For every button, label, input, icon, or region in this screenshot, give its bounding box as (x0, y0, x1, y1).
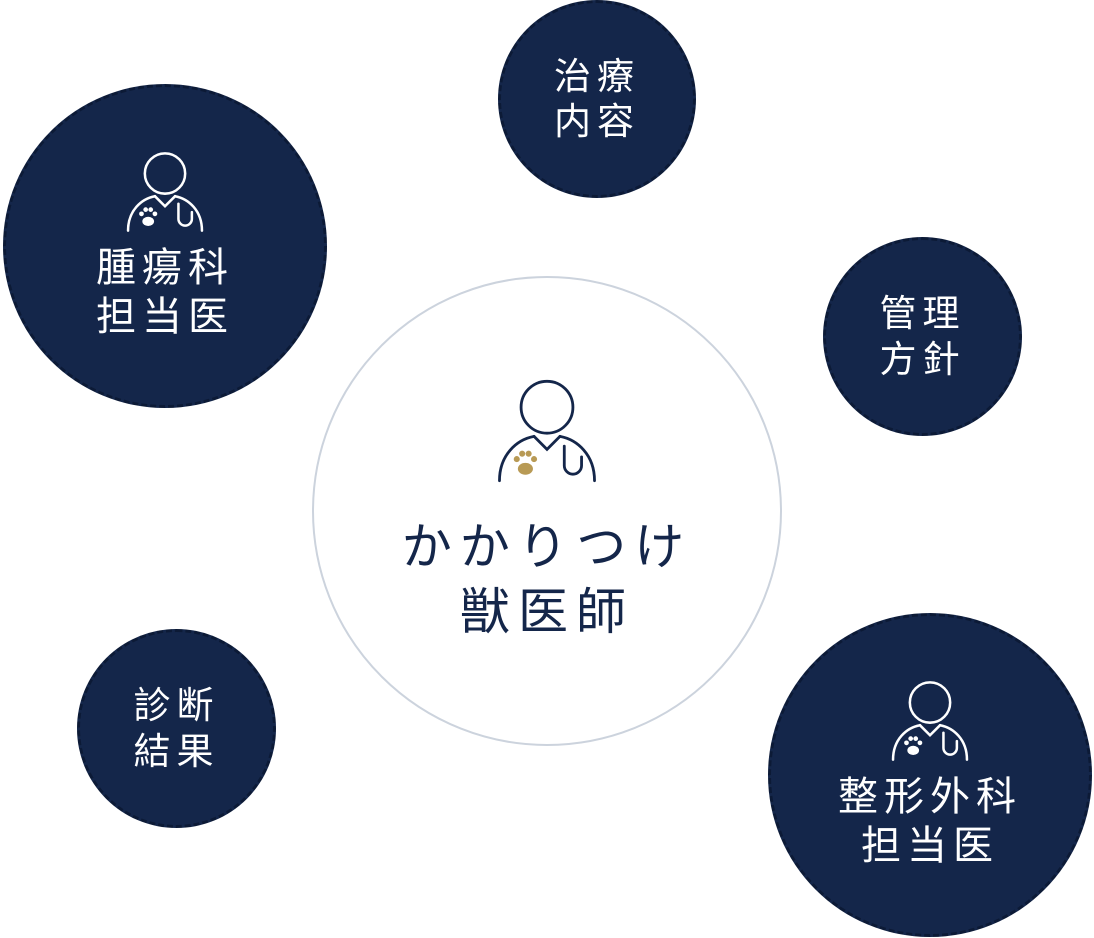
oncology-circle: 腫瘍科 担当医 (3, 84, 327, 408)
diagnosis-circle: 診断 結果 (77, 629, 276, 828)
treatment-label: 治療 内容 (554, 54, 640, 143)
primary-vet-circle: かかりつけ 獣医師 (312, 276, 782, 746)
veterinarian-icon (126, 152, 204, 233)
primary-vet-label: かかりつけ 獣医師 (401, 518, 693, 641)
orthopedics-label: 整形外科 担当医 (838, 774, 1022, 869)
management-label: 管理 方針 (879, 292, 966, 381)
treatment-circle: 治療 内容 (498, 0, 696, 198)
veterinarian-icon (498, 379, 596, 483)
management-circle: 管理 方針 (823, 237, 1022, 436)
diagnosis-label: 診断 結果 (133, 684, 220, 773)
veterinarian-icon (891, 681, 969, 762)
orthopedics-circle: 整形外科 担当医 (768, 613, 1092, 937)
oncology-label: 腫瘍科 担当医 (96, 245, 234, 340)
